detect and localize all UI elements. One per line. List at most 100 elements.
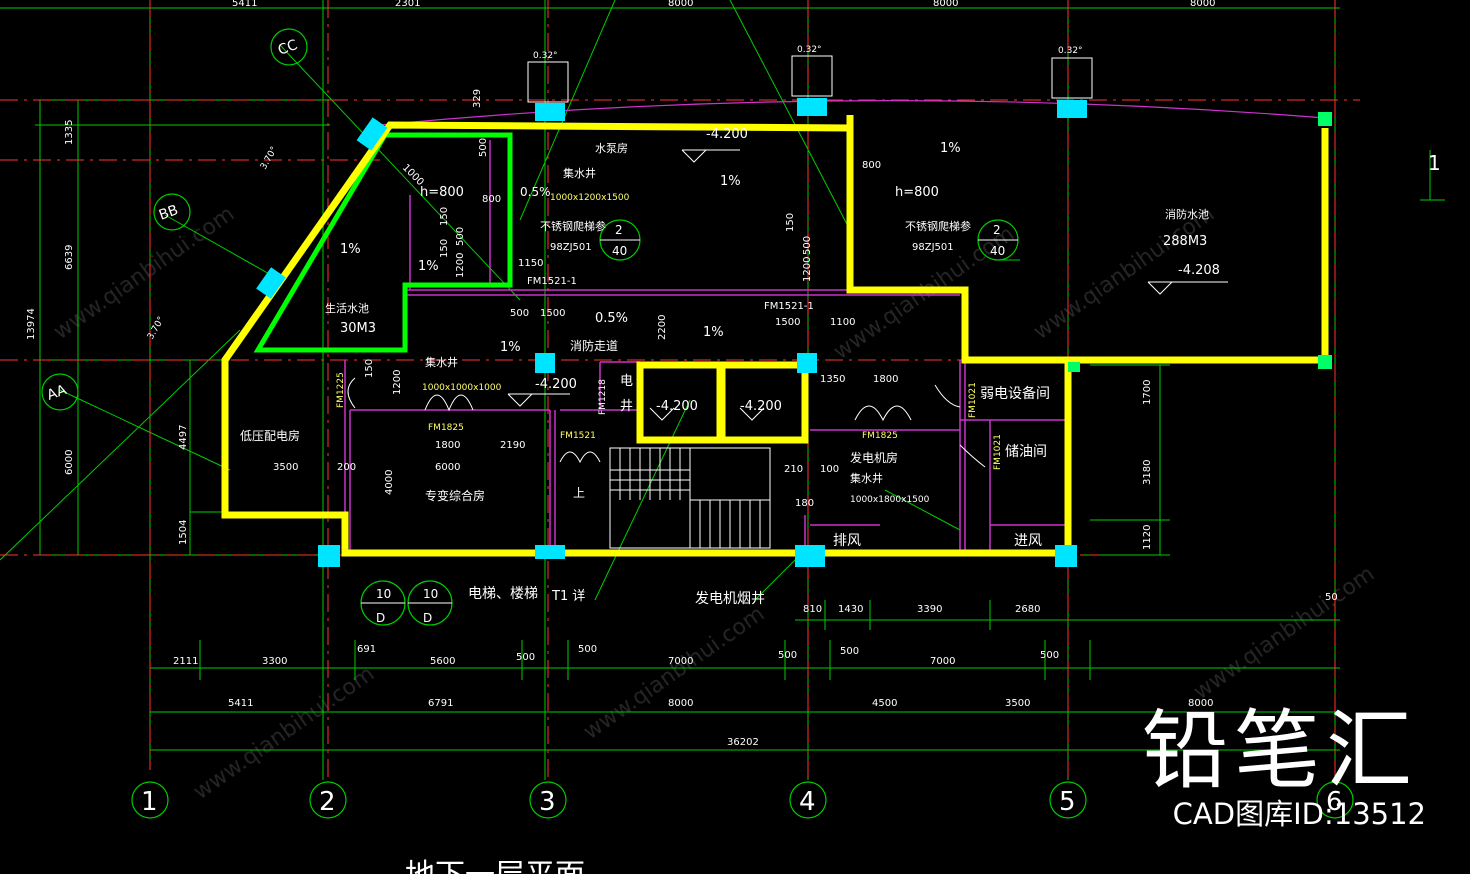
svg-text:0.32°: 0.32° [533,51,558,61]
svg-text:上: 上 [573,486,585,500]
svg-text:FM1825: FM1825 [428,423,464,433]
svg-text:T1 详: T1 详 [551,589,585,604]
svg-text:1150: 1150 [518,258,543,269]
svg-text:2200: 2200 [657,315,668,340]
svg-text:7000: 7000 [930,656,955,667]
svg-text:FM1021: FM1021 [993,434,1003,470]
svg-text:2: 2 [615,223,623,237]
svg-text:消防走道: 消防走道 [570,338,618,353]
svg-text:储油间: 储油间 [1005,444,1047,460]
svg-text:低压配电房: 低压配电房 [240,428,300,443]
svg-text:电: 电 [620,374,633,389]
svg-text:水泵房: 水泵房 [595,142,628,155]
svg-text:1200: 1200 [802,257,813,282]
svg-text:800: 800 [862,160,881,171]
svg-text:10: 10 [376,587,391,601]
svg-text:500: 500 [516,652,535,663]
svg-text:集水井: 集水井 [850,471,883,485]
svg-text:2: 2 [993,223,1001,237]
svg-text:3: 3 [539,787,556,817]
svg-text:1000x1200x1500: 1000x1200x1500 [550,193,630,203]
svg-text:FM1218: FM1218 [598,379,608,415]
svg-text:0.32°: 0.32° [797,45,822,55]
svg-text:2190: 2190 [500,440,525,451]
svg-text:500: 500 [778,650,797,661]
svg-text:180: 180 [795,498,814,509]
svg-text:500: 500 [478,138,489,157]
svg-text:100: 100 [820,464,839,475]
svg-text:4497: 4497 [178,425,189,450]
svg-text:150: 150 [439,207,450,226]
svg-text:5600: 5600 [430,656,455,667]
svg-text:FM1521-1: FM1521-1 [527,276,577,287]
svg-text:井: 井 [620,399,633,414]
svg-text:AA: AA [45,382,69,404]
svg-text:-4.208: -4.208 [1178,263,1220,278]
svg-text:40: 40 [612,244,627,258]
svg-text:不锈钢爬梯参: 不锈钢爬梯参 [540,219,606,233]
door-swings [347,377,986,468]
svg-text:2301: 2301 [395,0,420,9]
svg-text:1: 1 [1428,151,1441,175]
svg-text:3180: 3180 [1142,460,1153,485]
svg-text:691: 691 [357,644,376,655]
svg-text:500: 500 [802,236,813,255]
stairs [609,447,771,549]
svg-text:8000: 8000 [1190,0,1215,9]
svg-text:消防水池: 消防水池 [1165,207,1209,221]
svg-text:1%: 1% [720,174,741,189]
svg-text:3300: 3300 [262,656,287,667]
svg-text:1500: 1500 [775,317,800,328]
axis-bubbles [41,28,1354,819]
svg-text:500: 500 [455,227,466,246]
labels: 5411 2301 8000 8000 8000 0.32° 0.32° 0.3… [26,0,1441,874]
svg-text:发电机房: 发电机房 [850,450,898,465]
svg-text:6639: 6639 [64,245,75,270]
svg-text:FM1225: FM1225 [336,372,346,408]
svg-text:生活水池: 生活水池 [325,301,369,315]
svg-text:6791: 6791 [428,698,453,709]
svg-text:500: 500 [578,644,597,655]
svg-text:FM1521-1: FM1521-1 [764,301,814,312]
svg-text:1335: 1335 [64,120,75,145]
svg-text:500: 500 [1040,650,1059,661]
svg-text:8000: 8000 [668,698,693,709]
svg-text:3390: 3390 [917,604,942,615]
svg-text:弱电设备间: 弱电设备间 [980,385,1050,402]
svg-text:4500: 4500 [872,698,897,709]
svg-text:200: 200 [337,462,356,473]
svg-text:98ZJ501: 98ZJ501 [912,242,954,253]
svg-text:2680: 2680 [1015,604,1040,615]
svg-text:3500: 3500 [1005,698,1030,709]
columns [256,98,1332,567]
svg-text:6000: 6000 [64,450,75,475]
svg-text:30M3: 30M3 [340,321,376,336]
svg-text:1: 1 [141,787,158,817]
svg-text:40: 40 [990,244,1005,258]
svg-text:3500: 3500 [273,462,298,473]
svg-text:8000: 8000 [1188,698,1213,709]
svg-text:地下一层平面: 地下一层平面 [405,858,585,874]
svg-text:排风: 排风 [833,533,861,549]
svg-text:0.32°: 0.32° [1058,46,1083,56]
outer-walls [221,115,1329,557]
level-markers [507,149,1228,421]
svg-text:-4.200: -4.200 [706,127,748,142]
svg-text:1504: 1504 [178,520,189,545]
column-heads [527,55,1093,103]
svg-text:6000: 6000 [435,462,460,473]
svg-text:1%: 1% [500,340,521,355]
svg-text:-4.200: -4.200 [740,399,782,414]
svg-text:FM1521: FM1521 [560,431,596,441]
svg-text:98ZJ501: 98ZJ501 [550,242,592,253]
svg-text:288M3: 288M3 [1163,234,1207,249]
svg-text:150: 150 [439,239,450,258]
svg-text:-4.200: -4.200 [535,377,577,392]
svg-text:D: D [376,611,385,625]
svg-text:810: 810 [803,604,822,615]
svg-text:h=800: h=800 [895,185,939,200]
svg-text:1%: 1% [418,259,439,274]
svg-text:5411: 5411 [228,698,253,709]
svg-text:210: 210 [784,464,803,475]
svg-text:1800: 1800 [435,440,460,451]
